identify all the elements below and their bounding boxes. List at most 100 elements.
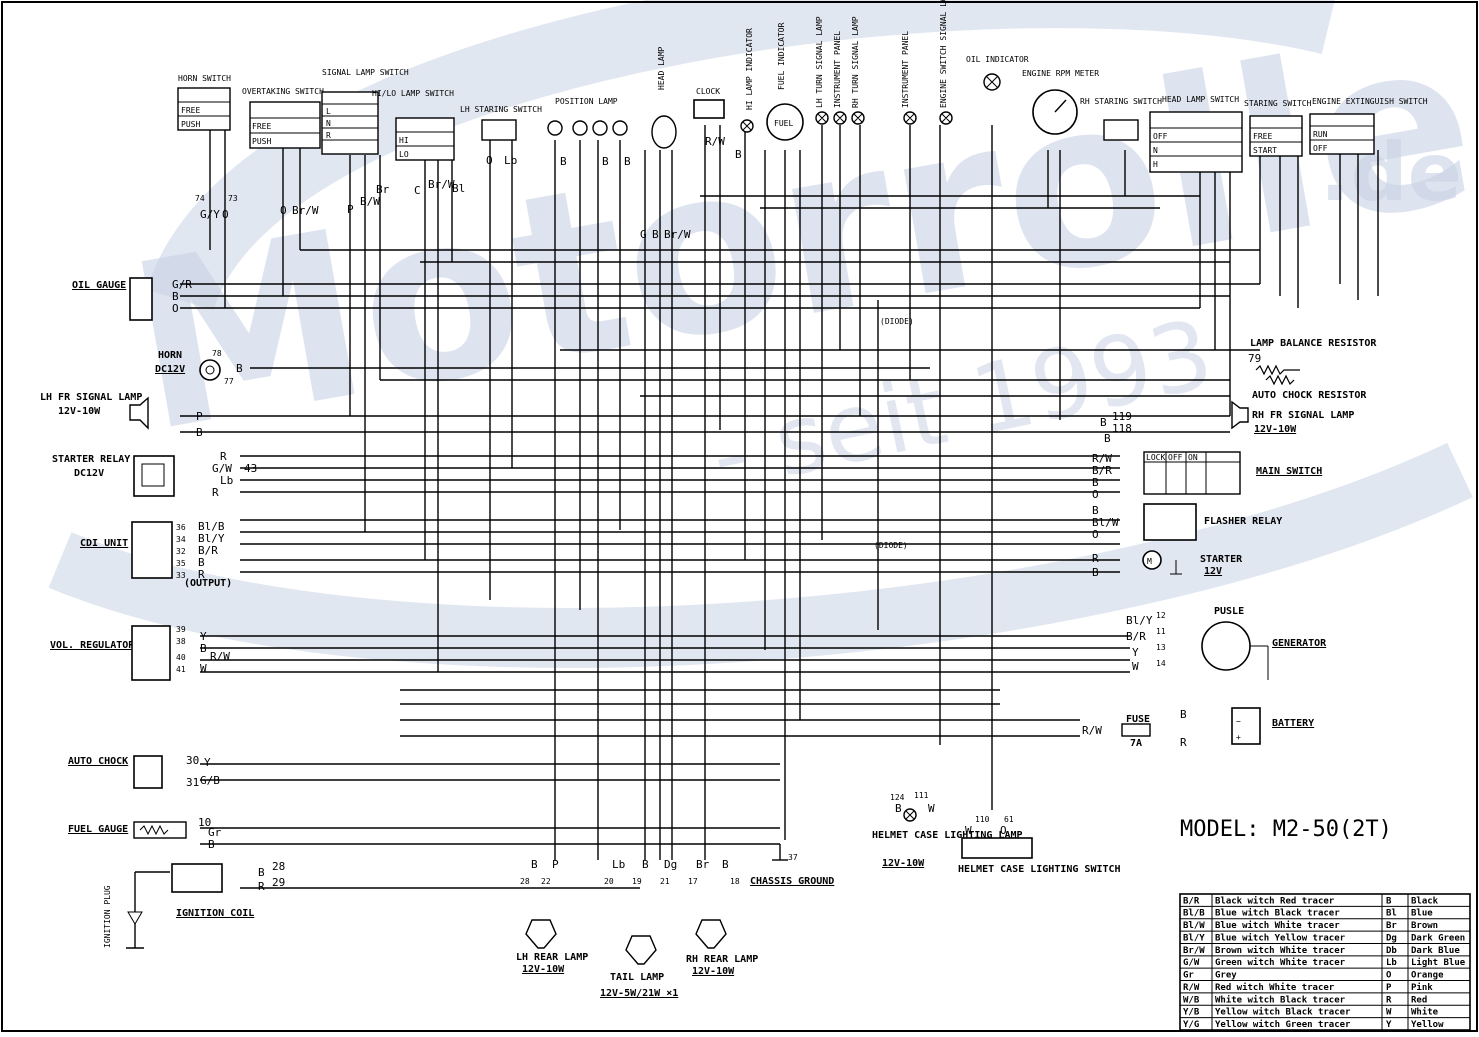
cdi-unit: CDI UNIT Bl/B Bl/Y B/R B R 36 34 32 35 3…	[80, 520, 232, 589]
rh-fr-num-119: 119	[1112, 410, 1132, 423]
helmet-case: 124 111 B W HELMET CASE LIGHTING LAMP 12…	[872, 791, 1121, 875]
head-switch-row-off: OFF	[1153, 132, 1168, 141]
legend-code: Gr	[1183, 971, 1194, 981]
legend-desc: Green witch White tracer	[1215, 957, 1346, 968]
volreg-pin-41: 41	[176, 665, 186, 674]
starter-wire-b: B	[1092, 566, 1099, 579]
staring-row-start: START	[1253, 146, 1277, 155]
tail-lamp-label: TAIL LAMP	[610, 972, 664, 983]
legend-short: Y	[1386, 1020, 1392, 1030]
legend-color-name: Yellow	[1411, 1020, 1444, 1030]
starter-relay-wire-gw: G/W	[212, 462, 232, 475]
cdi-output: (OUTPUT)	[184, 578, 232, 589]
engine-rpm-meter: ENGINE RPM METER	[1022, 69, 1099, 135]
lh-fr-wire-b: B	[196, 426, 203, 439]
overtaking-wire-brw: Br/W	[292, 204, 319, 217]
overtaking-wire-o: O	[280, 204, 287, 217]
head-wire-brw: Br/W	[664, 228, 691, 241]
main-switch-wire-b: B	[1092, 476, 1099, 489]
extinguish-row-run: RUN	[1313, 130, 1328, 139]
lamp-balance-num-79: 79	[1248, 352, 1261, 365]
clock-label: CLOCK	[696, 87, 720, 96]
legend-short: Db	[1386, 946, 1397, 956]
lh-fr-signal-lamp: LH FR SIGNAL LAMP 12V-10W P B	[40, 392, 203, 439]
legend-color-name: Red	[1411, 995, 1427, 1005]
oil-indicator: OIL INDICATOR	[966, 55, 1029, 91]
horn-rating: DC12V	[155, 364, 185, 375]
fuse-rating: 7A	[1130, 738, 1142, 749]
clock-wire-rw: R/W	[705, 135, 725, 148]
lh-fr-signal-label: LH FR SIGNAL LAMP	[40, 392, 142, 403]
gen-pin-11: 11	[1156, 627, 1166, 636]
head-lamp: HEAD LAMP G B Br/W	[640, 46, 691, 241]
main-switch-wire-rw: R/W	[1092, 452, 1112, 465]
hi-lamp-indicator-label: HI LAMP INDICATOR	[745, 28, 754, 110]
rear-pin-21: 21	[660, 877, 670, 886]
starter-wire-r: R	[1092, 552, 1099, 565]
legend-desc: Blue witch White tracer	[1215, 920, 1340, 931]
rh-fr-wire-b1: B	[1100, 416, 1107, 429]
gen-wire-y: Y	[1132, 646, 1139, 659]
rear-pin-22: 22	[541, 877, 551, 886]
head-switch-row-n: N	[1153, 146, 1158, 155]
legend-color-name: Brown	[1411, 921, 1438, 931]
helmet-lamp-wire-b: B	[895, 802, 902, 815]
legend-short: R	[1386, 995, 1392, 1005]
rear-pin-17: 17	[688, 877, 698, 886]
fuel-gauge-wire-gr: Gr	[208, 826, 222, 839]
horn-switch-row-free: FREE	[181, 106, 200, 115]
lh-staring-wire-o: O	[486, 154, 493, 167]
starter-relay-wire-lb: Lb	[220, 474, 233, 487]
ignition-coil-label: IGNITION COIL	[176, 908, 254, 919]
vol-regulator: VOL. REGULATOR 39 38 40 41 Y B R/W W	[50, 625, 230, 681]
rh-turn-label: RH TURN SIGNAL LAMP	[851, 16, 860, 108]
legend-desc: Yellow witch Black tracer	[1215, 1007, 1351, 1018]
horn-wire-b: B	[236, 362, 243, 375]
position-wire-b1: B	[560, 155, 567, 168]
rear-pin-20: 20	[604, 877, 614, 886]
horn-wire-num-74: 74	[195, 194, 205, 203]
lh-rear-lamp-label: LH REAR LAMP	[516, 952, 588, 963]
helmet-lamp-rating: 12V-10W	[882, 858, 925, 869]
rear-wire-b3: B	[722, 858, 729, 871]
rear-wire-lb: Lb	[612, 858, 625, 871]
lh-turn-label: LH TURN SIGNAL LAMP	[815, 16, 824, 108]
battery-wire-r: R	[1180, 736, 1187, 749]
signal-lamp-switch-label: SIGNAL LAMP SWITCH	[322, 68, 409, 77]
fuel-gauge-label: FUEL GAUGE	[68, 824, 128, 835]
gen-wire-bly: Bl/Y	[1126, 614, 1153, 627]
battery-label: BATTERY	[1272, 718, 1314, 729]
cdi-wire-br: B/R	[198, 544, 218, 557]
cdi-pin-35: 35	[176, 559, 186, 568]
rh-fr-num-118: 118	[1112, 422, 1132, 435]
hi-lo-lamp-switch: HI/LO LAMP SWITCH HI LO C Br/W Bl	[372, 89, 465, 197]
battery-fuse: R/W FUSE 7A B R − + BATTERY	[1082, 707, 1314, 749]
main-switch-col-off: OFF	[1168, 453, 1183, 462]
oil-gauge-wire-gr: G/R	[172, 278, 192, 291]
legend-color-name: Blue	[1411, 909, 1433, 919]
ign-coil-wire-b: B	[258, 866, 265, 879]
legend-desc: Blue witch Black tracer	[1215, 908, 1340, 919]
fuel-indicator: FUEL INDICATOR FUEL	[766, 22, 804, 141]
rpm-meter-label: ENGINE RPM METER	[1022, 69, 1099, 78]
main-switch-label: MAIN SWITCH	[1256, 466, 1322, 477]
legend-code: G/W	[1183, 958, 1200, 968]
chassis-ground: 37 CHASSIS GROUND	[750, 844, 834, 887]
ign-coil-wire-r: R	[258, 880, 265, 893]
fuse-wire-rw: R/W	[1082, 724, 1102, 737]
overtaking-row-free: FREE	[252, 122, 271, 131]
instrument-panel-1-label: INSTRUMENT PANEL	[833, 31, 842, 108]
signal-wire-p: P	[347, 203, 354, 216]
starter-relay-label: STARTER RELAY	[52, 454, 130, 465]
starter-rating: 12V	[1204, 566, 1222, 577]
legend-code: Bl/Y	[1183, 933, 1205, 943]
helmet-lamp-num-124: 124	[890, 793, 905, 802]
rh-fr-signal-rating: 12V-10W	[1254, 424, 1297, 435]
rear-pin-19: 19	[632, 877, 642, 886]
horn-switch-label: HORN SWITCH	[178, 74, 231, 83]
cdi-wire-r: R	[198, 568, 205, 581]
fuel-indicator-label: FUEL INDICATOR	[777, 22, 786, 90]
cdi-pin-36: 36	[176, 523, 186, 532]
flasher-relay-label: FLASHER RELAY	[1204, 516, 1282, 527]
